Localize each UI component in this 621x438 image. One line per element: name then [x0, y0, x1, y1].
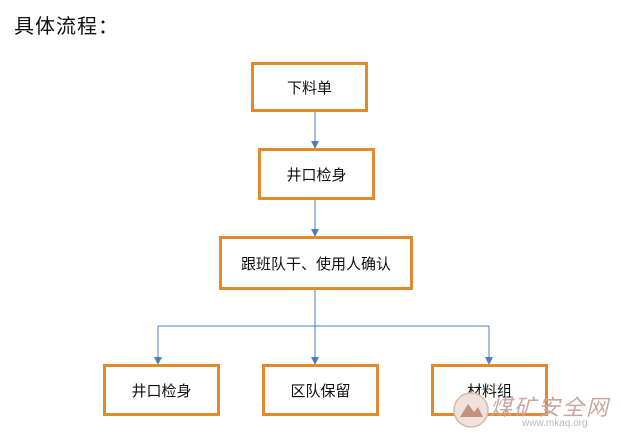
- node-wellhead-check-2: 井口检身: [103, 364, 220, 416]
- watermark-text: 煤矿安全网: [490, 396, 611, 421]
- watermark: 煤矿安全网 www.mkaq.org: [452, 388, 617, 434]
- node-team-leader-confirm: 跟班队干、使用人确认: [219, 236, 413, 290]
- node-wellhead-check-1: 井口检身: [258, 148, 375, 200]
- node-materials-group: 材料组: [431, 364, 548, 416]
- node-team-keep: 区队保留: [262, 364, 379, 416]
- watermark-url: www.mkaq.org: [522, 418, 588, 429]
- watermark-logo-icon: [453, 392, 489, 428]
- page-heading: 具体流程：: [14, 14, 119, 38]
- node-material-order: 下料单: [251, 62, 368, 112]
